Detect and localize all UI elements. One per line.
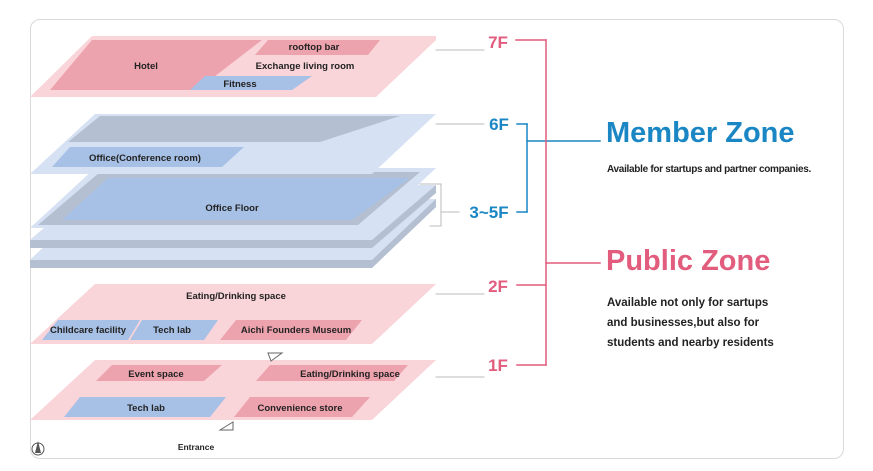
room-museum <box>220 320 362 340</box>
floor-1f: Event space Eating/Drinking space Tech l… <box>30 352 436 452</box>
floor-label-6f: 6F <box>489 115 509 134</box>
room-childcare <box>42 320 140 340</box>
room-tech-lab-2f <box>130 320 218 340</box>
room-label-office-conference: Office(Conference room) <box>89 153 201 164</box>
room-label-exchange: Exchange living room <box>256 61 355 72</box>
room-office-floor <box>62 178 410 220</box>
floor-label-7f: 7F <box>488 33 508 52</box>
room-convenience <box>234 397 370 417</box>
room-eating-2f <box>80 286 400 306</box>
floor-3-5f: Office Floor <box>30 168 436 268</box>
room-event-space <box>96 365 222 381</box>
room-label-convenience: Convenience store <box>258 403 343 414</box>
room-label-museum: Aichi Founders Museum <box>241 325 351 336</box>
public-zone-description-line: and businesses,but also for <box>607 317 760 329</box>
room-label-hotel: Hotel <box>134 61 158 72</box>
floor-connectors <box>419 39 601 378</box>
room-tech-lab-1f <box>64 397 226 417</box>
member-zone-description: Available for startups and partner compa… <box>607 164 811 175</box>
room-label-entrance: Entrance <box>178 442 215 452</box>
public-zone-description: Available not only for sartups and busin… <box>607 293 817 353</box>
room-label-rooftop-bar: rooftop bar <box>289 42 340 53</box>
triangle-marker-icon <box>218 421 234 431</box>
room-label-tech-lab-1f: Tech lab <box>127 403 165 414</box>
floor-6f: Office(Conference room) <box>30 114 436 174</box>
public-zone-description-line: Available not only for sartups <box>607 297 769 309</box>
office-6f-block <box>68 116 400 142</box>
room-label-event-space: Event space <box>128 369 183 380</box>
public-zone-title: Public Zone <box>606 245 771 277</box>
floor-label-3-5f: 3~5F <box>469 203 508 222</box>
room-label-eating-1f: Eating/Drinking space <box>300 369 400 380</box>
triangle-marker-icon <box>267 352 284 362</box>
room-office-conference <box>52 147 244 167</box>
public-zone-description-line: students and nearby residents <box>607 337 774 349</box>
floor-2f: Eating/Drinking space Childcare facility… <box>30 284 436 344</box>
room-eating-1f <box>256 365 408 381</box>
room-label-fitness: Fitness <box>223 79 256 90</box>
room-label-tech-lab-2f: Tech lab <box>153 325 191 336</box>
floor-label-2f: 2F <box>488 277 508 296</box>
member-zone-title: Member Zone <box>606 117 795 149</box>
room-label-childcare: Childcare facility <box>50 325 127 336</box>
room-fitness <box>190 76 312 90</box>
room-label-office-floor: Office Floor <box>205 203 259 214</box>
compass-icon <box>31 441 45 456</box>
room-label-eating-2f: Eating/Drinking space <box>186 291 286 302</box>
room-rooftop-bar <box>255 40 380 55</box>
floor-label-1f: 1F <box>488 356 508 375</box>
floor-7f: Hotel rooftop bar Exchange living room F… <box>30 36 436 97</box>
